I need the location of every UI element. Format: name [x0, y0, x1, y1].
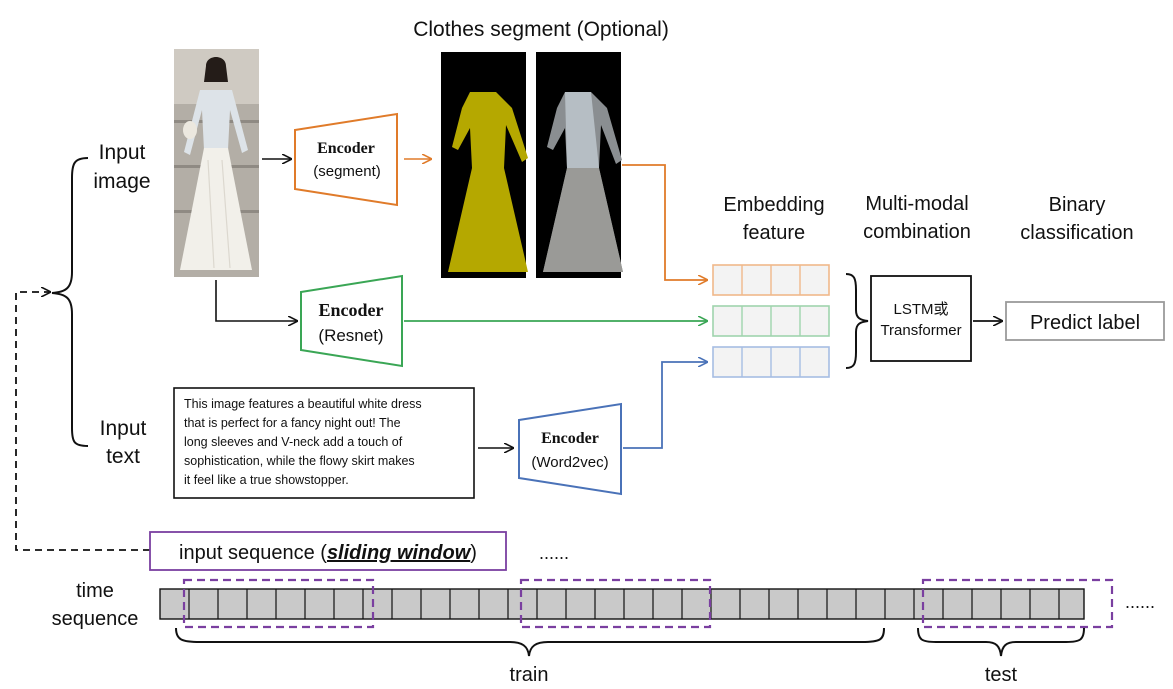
test-label: test	[985, 664, 1018, 686]
diagram-title: Clothes segment (Optional)	[413, 18, 669, 41]
encoder-segment: Encoder (segment)	[294, 112, 398, 207]
description-line-2: that is perfect for a fancy night out! T…	[184, 416, 401, 430]
ellipsis-top: ......	[539, 543, 569, 563]
arrow-word2vec-to-embedding-blue	[623, 362, 707, 449]
input-sequence-box: input sequence (sliding window)	[149, 531, 507, 571]
input-sequence-emph: sliding window	[327, 542, 472, 564]
time-sequence-label-2: sequence	[52, 608, 139, 630]
encoder-resnet-title: Encoder	[319, 300, 384, 320]
input-brace	[51, 157, 89, 447]
header-binary-2: classification	[1020, 222, 1133, 244]
header-embedding-1: Embedding	[723, 194, 824, 216]
encoder-word2vec: Encoder (Word2vec)	[518, 402, 622, 496]
input-sequence-suffix: )	[470, 542, 477, 564]
feedback-dashed-line	[15, 292, 150, 551]
segment-mask-clothes	[536, 52, 623, 278]
predict-label-text: Predict label	[1030, 312, 1140, 334]
lstm-transformer-box: LSTM或 Transformer	[870, 275, 972, 362]
encoder-word2vec-title: Encoder	[541, 430, 599, 447]
input-text-label-1: Input	[100, 417, 147, 440]
embedding-vector-orange	[712, 264, 830, 296]
header-binary-1: Binary	[1049, 194, 1106, 216]
input-text-label-2: text	[106, 445, 140, 468]
input-image-label-2: image	[93, 170, 150, 193]
encoder-segment-title: Encoder	[317, 140, 375, 157]
time-sequence-label-1: time	[76, 580, 114, 602]
sliding-window-3	[921, 578, 1114, 629]
description-line-1: This image features a beautiful white dr…	[184, 397, 422, 411]
encoder-resnet-sub: (Resnet)	[318, 326, 383, 345]
embedding-brace	[845, 273, 869, 369]
encoder-resnet: Encoder (Resnet)	[300, 274, 403, 368]
header-embedding-2: feature	[743, 222, 805, 244]
header-multimodal-2: combination	[863, 221, 971, 243]
input-image-label-1: Input	[99, 141, 146, 164]
encoder-word2vec-sub: (Word2vec)	[531, 454, 608, 471]
arrow-photo-to-resnet	[215, 280, 297, 321]
input-sequence-prefix: input sequence (	[179, 542, 327, 564]
lstm-line-1: LSTM或	[893, 301, 948, 318]
header-multimodal-1: Multi-modal	[865, 193, 968, 215]
embedding-vector-green	[712, 305, 830, 337]
sliding-window-2	[519, 578, 712, 629]
description-line-3: long sleeves and V-neck add a touch of	[184, 435, 403, 449]
train-brace	[175, 627, 885, 657]
test-brace	[917, 627, 1085, 657]
dress-photo	[174, 49, 259, 277]
sliding-window-1	[182, 578, 375, 629]
ellipsis-right: ......	[1125, 592, 1155, 612]
input-sequence-text: input sequence (sliding window)	[179, 542, 477, 564]
description-line-4: sophistication, while the flowy skirt ma…	[184, 454, 415, 468]
lstm-line-2: Transformer	[880, 322, 961, 339]
text-description-box: This image features a beautiful white dr…	[173, 387, 475, 499]
arrow-mask-to-embedding-orange	[622, 164, 707, 280]
description-line-5: it feel like a true showstopper.	[184, 473, 349, 487]
embedding-vector-blue	[712, 346, 830, 378]
time-sequence-cells	[159, 588, 1085, 620]
encoder-segment-sub: (segment)	[313, 163, 381, 180]
predict-label-box: Predict label	[1005, 301, 1165, 341]
train-label: train	[510, 664, 549, 686]
segment-mask-yellow	[441, 52, 528, 278]
